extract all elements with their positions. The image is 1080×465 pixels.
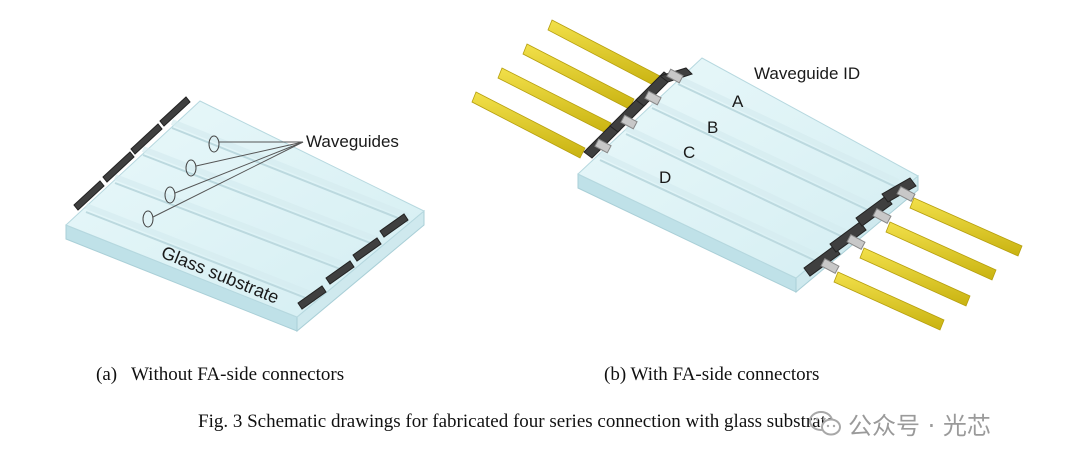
waveguides-label: Waveguides <box>306 132 399 151</box>
wechat-icon <box>809 410 841 435</box>
connectors-right-b <box>803 177 917 277</box>
waveguide-id-b: B <box>707 118 718 137</box>
waveguide-leader-lines <box>152 141 304 218</box>
waveguide-id-d: D <box>659 168 671 187</box>
waveguide-id-a: A <box>732 92 744 111</box>
fiber-right-1 <box>833 271 945 331</box>
waveguides-a <box>85 127 409 303</box>
fiber-right-2 <box>859 247 971 307</box>
watermark-text: 公众号 · 光芯 <box>848 412 991 440</box>
caption-panel-a: (a) Without FA-side connectors <box>96 364 345 385</box>
fiber-left-4 <box>471 91 586 159</box>
fiber-right-4 <box>909 197 1023 257</box>
left-fibers <box>471 19 661 159</box>
connectors-right-a <box>297 213 409 310</box>
right-fibers <box>833 197 1023 331</box>
waveguide-id-c: C <box>683 143 695 162</box>
connectors-left-a <box>73 96 191 211</box>
panel-a-diagram: Waveguides Glass substrate <box>65 96 425 333</box>
waveguide-callout-marks <box>142 135 220 228</box>
connectors-left-b <box>583 67 693 159</box>
figure-caption: Fig. 3 Schematic drawings for fabricated… <box>198 411 835 432</box>
waveguide-id-title: Waveguide ID <box>754 64 860 83</box>
fiber-right-3 <box>885 221 997 281</box>
waveguides-b <box>599 83 899 263</box>
watermark: 公众号 · 光芯 <box>808 406 991 441</box>
panel-b-diagram: Waveguide ID A B C D <box>471 19 1023 331</box>
caption-panel-b: (b) With FA-side connectors <box>604 364 820 385</box>
